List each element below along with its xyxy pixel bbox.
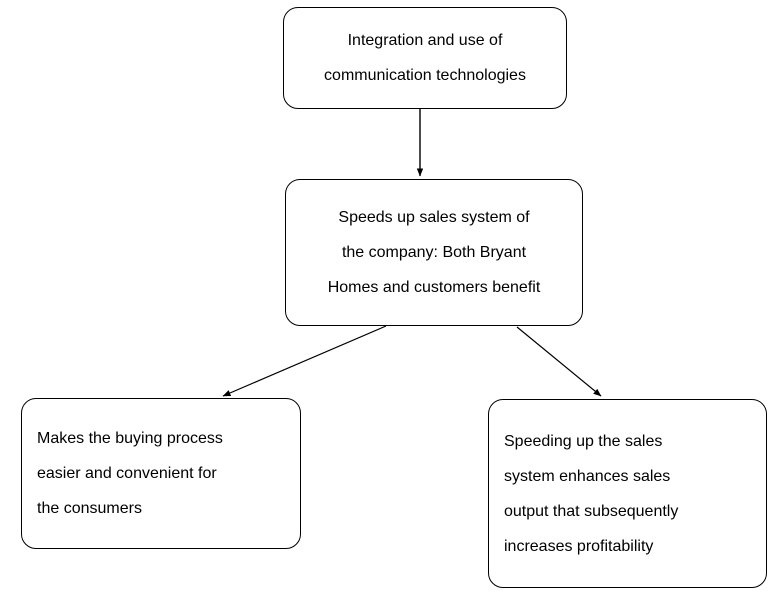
node-right-line-2: system enhances sales: [504, 467, 671, 485]
node-speeding-up-sales-increases-profitability[interactable]: Speeding up the sales system enhances sa…: [488, 399, 767, 588]
node-makes-buying-process-easier[interactable]: Makes the buying process easier and conv…: [21, 398, 301, 549]
node-left-line-3: the consumers: [37, 500, 142, 517]
node-middle-line-3: Homes and customers benefit: [327, 279, 541, 296]
node-middle-line-1: Speeds up sales system of: [338, 209, 530, 226]
node-left-line-2: easier and convenient for: [37, 465, 217, 482]
node-right-line-3: output that subsequently: [504, 502, 679, 520]
node-speeds-up-sales-system[interactable]: Speeds up sales system of the company: B…: [285, 179, 583, 326]
node-left-line-1: Makes the buying process: [37, 430, 223, 447]
node-top-line-1: Integration and use of: [347, 32, 503, 49]
node-middle-line-2: the company: Both Bryant: [341, 244, 527, 261]
node-right-line-4: increases profitability: [504, 537, 654, 555]
connector-middle-to-left: [222, 325, 387, 397]
connector-middle-to-right: [516, 326, 602, 397]
node-top-line-2: communication technologies: [324, 67, 526, 84]
node-right-line-1: Speeding up the sales: [504, 432, 663, 450]
node-integration-and-use-of-communication-technologies[interactable]: Integration and use of communication tec…: [283, 7, 567, 109]
